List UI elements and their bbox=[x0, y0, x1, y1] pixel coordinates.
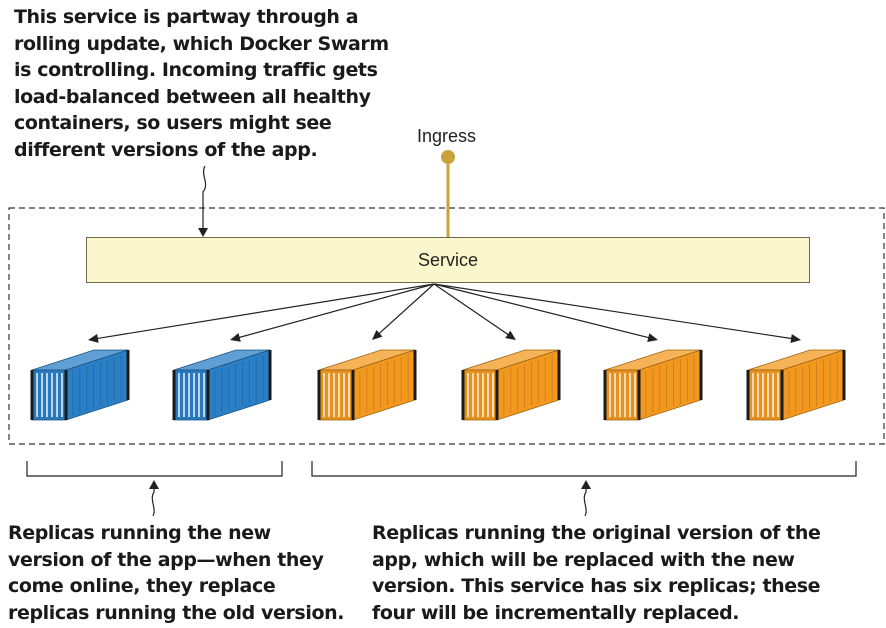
new-replicas-pointer-head bbox=[149, 480, 159, 489]
service-box: Service bbox=[86, 237, 810, 283]
load-balance-arrow bbox=[433, 283, 650, 339]
annotation-line: is controlling. Incoming traffic gets bbox=[14, 59, 378, 81]
original-replicas-bracket bbox=[311, 461, 857, 477]
replica-original-version bbox=[746, 349, 846, 421]
replica-containers bbox=[30, 349, 846, 421]
annotation-line: Replicas running the new bbox=[8, 522, 271, 544]
swarm-boundary bbox=[8, 207, 885, 445]
annotation-line: come online, they replace bbox=[8, 575, 276, 597]
replica-new-version bbox=[30, 349, 130, 421]
replica-original-version bbox=[317, 349, 417, 421]
load-balance-arrowhead bbox=[790, 334, 801, 343]
annotation-line: version. This service has six replicas; … bbox=[372, 575, 821, 597]
load-balance-arrow bbox=[238, 283, 435, 339]
replica-new-version bbox=[172, 349, 272, 421]
load-balance-arrow bbox=[433, 283, 509, 336]
load-balance-arrow bbox=[96, 283, 435, 340]
replica-original-version bbox=[603, 349, 703, 421]
load-balance-arrowhead bbox=[505, 330, 516, 340]
service-label: Service bbox=[417, 249, 479, 270]
load-balance-arrowhead bbox=[372, 329, 383, 340]
annotation-line: Replicas running the original version of… bbox=[372, 522, 821, 544]
ingress-dot bbox=[441, 150, 455, 164]
new-replicas-bracket bbox=[26, 461, 283, 477]
new-replicas-pointer bbox=[151, 488, 155, 517]
load-balance-arrow bbox=[433, 283, 793, 340]
original-replicas-pointer bbox=[583, 488, 587, 517]
load-balance-arrows bbox=[88, 283, 801, 343]
top-annotation-arrowhead bbox=[198, 228, 208, 237]
annotation-line: rolling update, which Docker Swarm bbox=[14, 32, 389, 55]
annotation-line: different versions of the app. bbox=[14, 138, 318, 161]
annotation-line: four will be incrementally replaced. bbox=[372, 601, 740, 624]
annotation-line: containers, so users might see bbox=[14, 112, 332, 134]
replica-original-version bbox=[461, 349, 561, 421]
annotation-line: replicas running the old version. bbox=[8, 601, 345, 624]
annotation-line: This service is partway through a bbox=[14, 6, 359, 28]
top-annotation: This service is partway through a rollin… bbox=[14, 4, 389, 163]
original-replicas-pointer-head bbox=[581, 480, 591, 489]
load-balance-arrow bbox=[378, 283, 435, 335]
annotation-line: load-balanced between all healthy bbox=[14, 85, 371, 108]
load-balance-arrowhead bbox=[230, 333, 241, 342]
original-replicas-annotation: Replicas running the original version of… bbox=[372, 520, 821, 626]
annotation-line: version of the app—when they bbox=[8, 548, 324, 571]
ingress-label: Ingress bbox=[417, 126, 477, 146]
top-annotation-pointer bbox=[202, 165, 207, 230]
load-balance-arrowhead bbox=[88, 333, 99, 343]
annotation-line: app, which will be replaced with the new bbox=[372, 548, 795, 571]
load-balance-arrowhead bbox=[647, 333, 658, 342]
new-replicas-annotation: Replicas running the new version of the … bbox=[8, 520, 344, 626]
